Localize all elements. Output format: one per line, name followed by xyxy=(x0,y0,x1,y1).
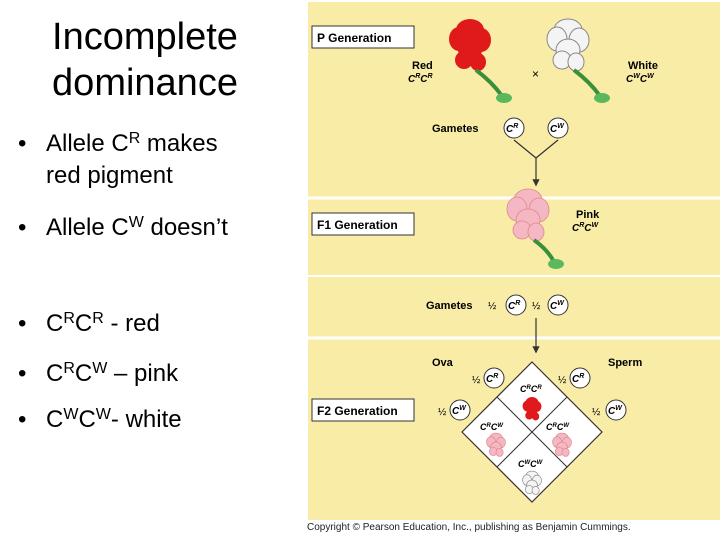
red-genotype: CRCR xyxy=(408,73,433,85)
white-flower-icon xyxy=(546,18,610,103)
svg-text:CW: CW xyxy=(452,405,467,417)
slide-title-line1: Incomplete xyxy=(52,16,238,58)
bullet-dot: • xyxy=(18,130,27,157)
svg-text:½: ½ xyxy=(488,301,497,312)
copyright-note: Copyright © Pearson Education, Inc., pub… xyxy=(307,522,631,533)
cross-symbol: × xyxy=(532,67,539,81)
svg-text:CRCW: CRCW xyxy=(480,422,504,432)
svg-text:CRCW: CRCW xyxy=(572,222,600,234)
f2-generation-box xyxy=(311,398,415,422)
svg-text:CW: CW xyxy=(550,123,565,135)
ova-cw xyxy=(449,399,471,421)
svg-text:CR: CR xyxy=(506,123,518,135)
merge-line-right xyxy=(535,139,559,159)
slide-title: Incomplete dominance xyxy=(0,14,290,106)
white-genotype: CWCW xyxy=(626,73,655,85)
gamete-cw-f1 xyxy=(547,294,569,316)
slide-title-line2: dominance xyxy=(52,62,238,104)
bullet-dot: • xyxy=(18,214,27,241)
svg-text:½: ½ xyxy=(472,375,481,386)
svg-text:CR: CR xyxy=(572,373,584,385)
bullet-dot: • xyxy=(18,406,27,433)
pink-genotype: CRCW xyxy=(572,222,600,234)
svg-text:CR: CR xyxy=(486,373,498,385)
pink-flower-icon xyxy=(506,188,564,269)
svg-text:CW: CW xyxy=(550,300,565,312)
gametes-label-p: Gametes xyxy=(432,123,478,135)
gamete-cr xyxy=(503,117,525,139)
ova-cr xyxy=(483,367,505,389)
svg-text:CRCW: CRCW xyxy=(546,422,570,432)
genetics-diagram: P Generation F1 Generation F2 Generation… xyxy=(308,2,720,520)
f1-generation-label: F1 Generation xyxy=(317,218,398,232)
f2-generation-label: F2 Generation xyxy=(317,404,398,418)
svg-text:½: ½ xyxy=(558,375,567,386)
sperm-cr xyxy=(569,367,591,389)
bullet-dot: • xyxy=(18,360,27,387)
svg-text:CWCW: CWCW xyxy=(518,459,544,469)
svg-text:CR: CR xyxy=(508,300,520,312)
p-generation-box xyxy=(311,25,415,49)
bullet-dot: • xyxy=(18,310,27,337)
svg-text:CW: CW xyxy=(608,405,623,417)
sperm-cw xyxy=(605,399,627,421)
red-flower-icon xyxy=(449,19,512,103)
merge-line-left xyxy=(513,139,537,159)
svg-text:½: ½ xyxy=(592,407,601,418)
genetics-figure: P Generation F1 Generation F2 Generation… xyxy=(300,0,720,540)
red-label: Red xyxy=(412,60,433,72)
gamete-cw xyxy=(547,117,569,139)
white-label: White xyxy=(628,60,658,72)
p-generation-label: P Generation xyxy=(317,31,391,45)
ova-label: Ova xyxy=(432,357,454,369)
f1-generation-box xyxy=(311,212,415,236)
svg-text:½: ½ xyxy=(438,407,447,418)
svg-text:CRCR: CRCR xyxy=(408,73,433,85)
gamete-cr-f1 xyxy=(505,294,527,316)
sperm-label: Sperm xyxy=(608,357,642,369)
pink-label: Pink xyxy=(576,209,600,221)
svg-text:CRCR: CRCR xyxy=(520,384,542,394)
svg-text:CWCW: CWCW xyxy=(626,73,655,85)
gametes-label-f1: Gametes xyxy=(426,300,472,312)
svg-text:½: ½ xyxy=(532,301,541,312)
